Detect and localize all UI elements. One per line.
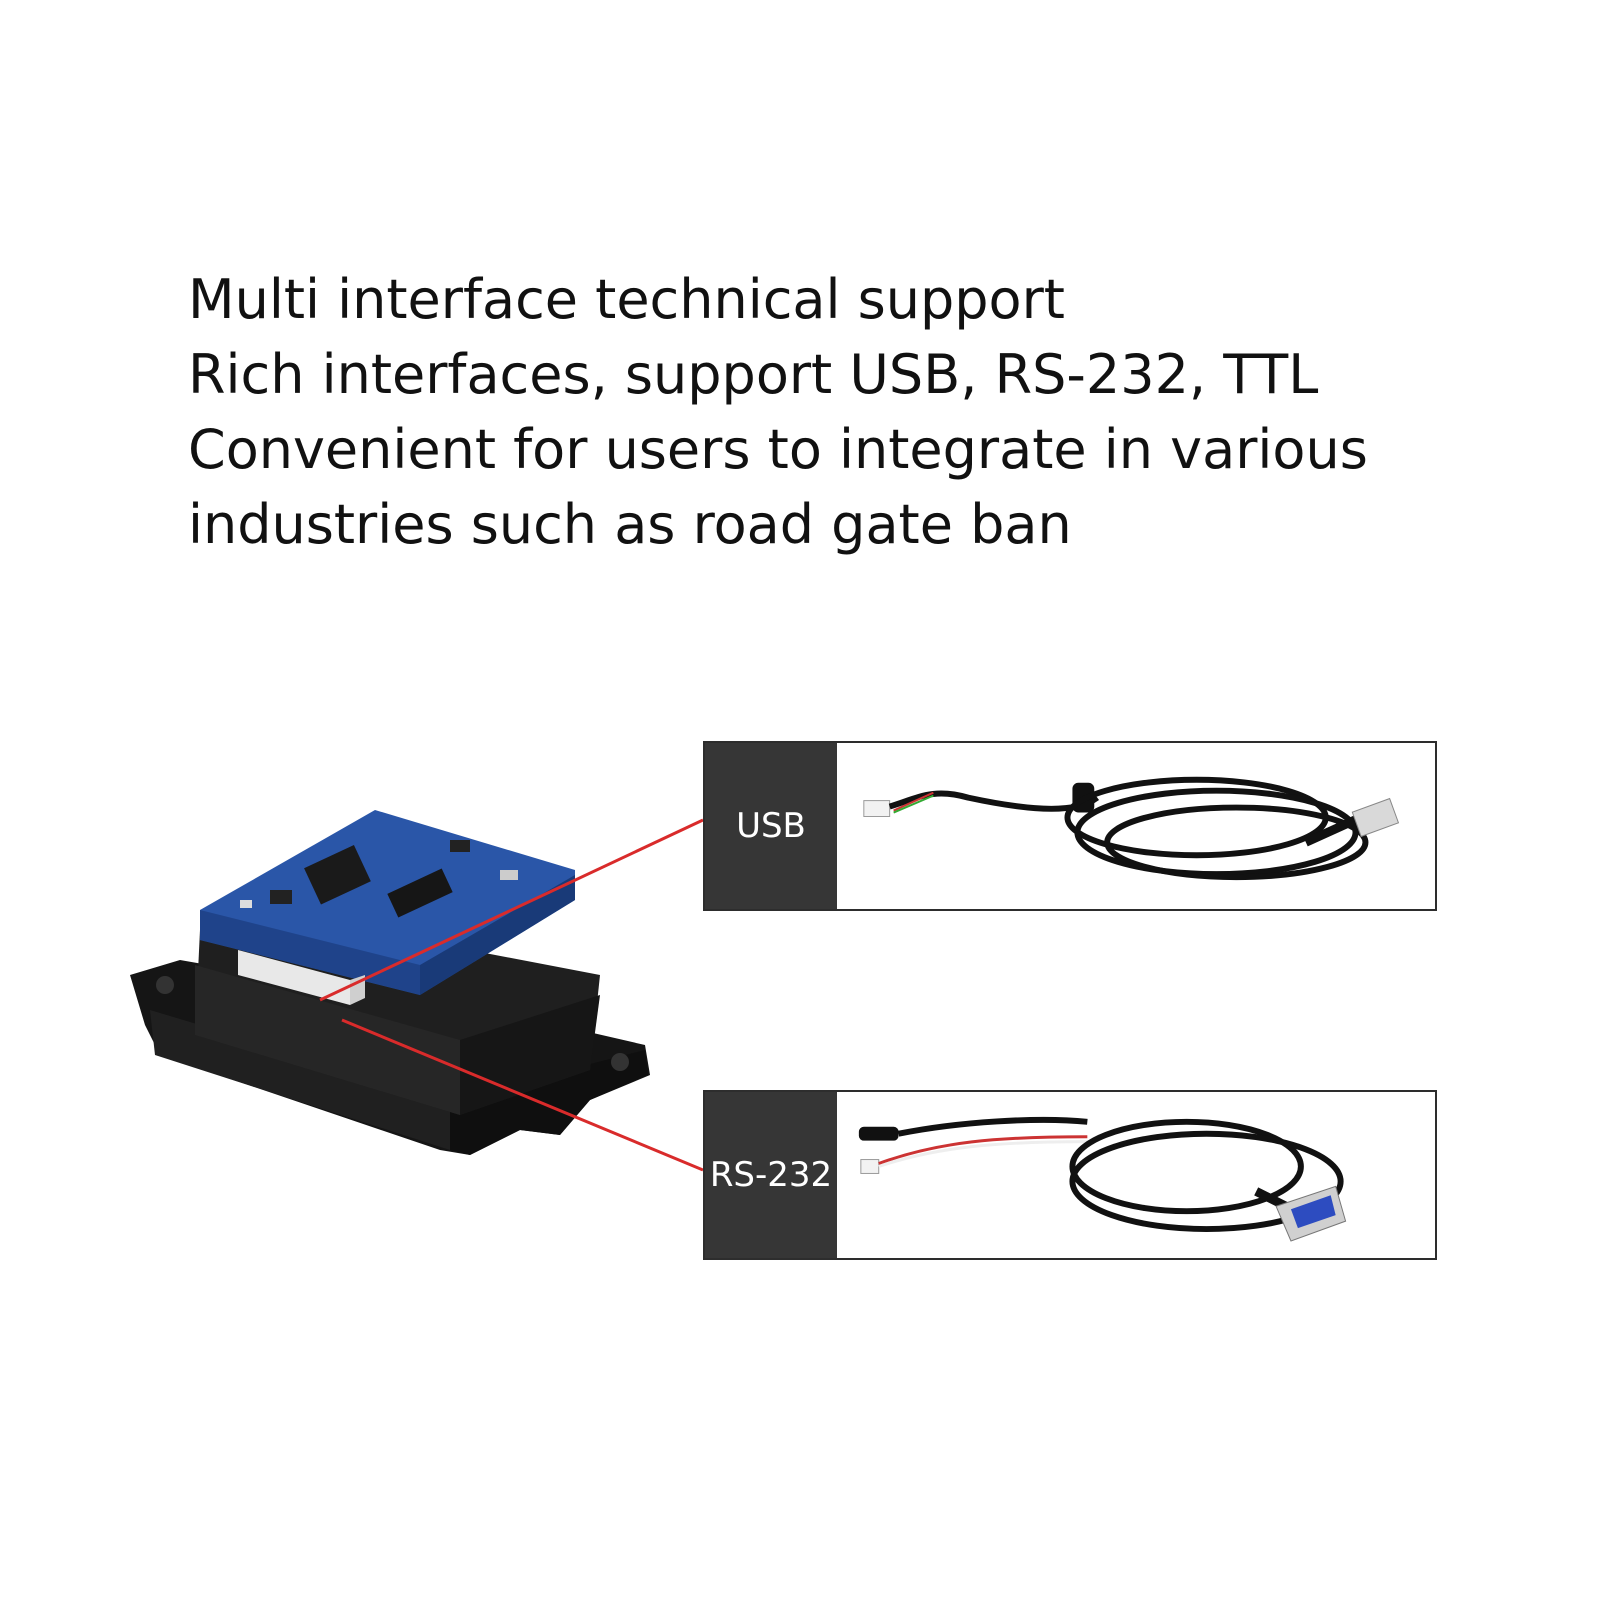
usb-cable-icon [863, 776, 1400, 881]
db9-serial-cable-icon [858, 1116, 1347, 1242]
headline-line-3: Convenient for users to integrate in var… [188, 418, 1368, 481]
usb-interface-panel: USB [703, 741, 1437, 911]
headline-line-1: Multi interface technical support [188, 268, 1065, 331]
headline-line-2: Rich interfaces, support USB, RS-232, TT… [188, 343, 1319, 406]
scanner-module-icon [130, 810, 650, 1155]
headline-text: Multi interface technical support Rich i… [188, 262, 1548, 562]
rs232-label: RS-232 [709, 1155, 833, 1195]
headline-line-4: industries such as road gate ban [188, 493, 1072, 556]
usb-label-box: USB [705, 743, 837, 909]
rs232-interface-panel: RS-232 [703, 1090, 1437, 1260]
rs232-label-box: RS-232 [705, 1092, 837, 1258]
usb-label: USB [736, 806, 806, 846]
